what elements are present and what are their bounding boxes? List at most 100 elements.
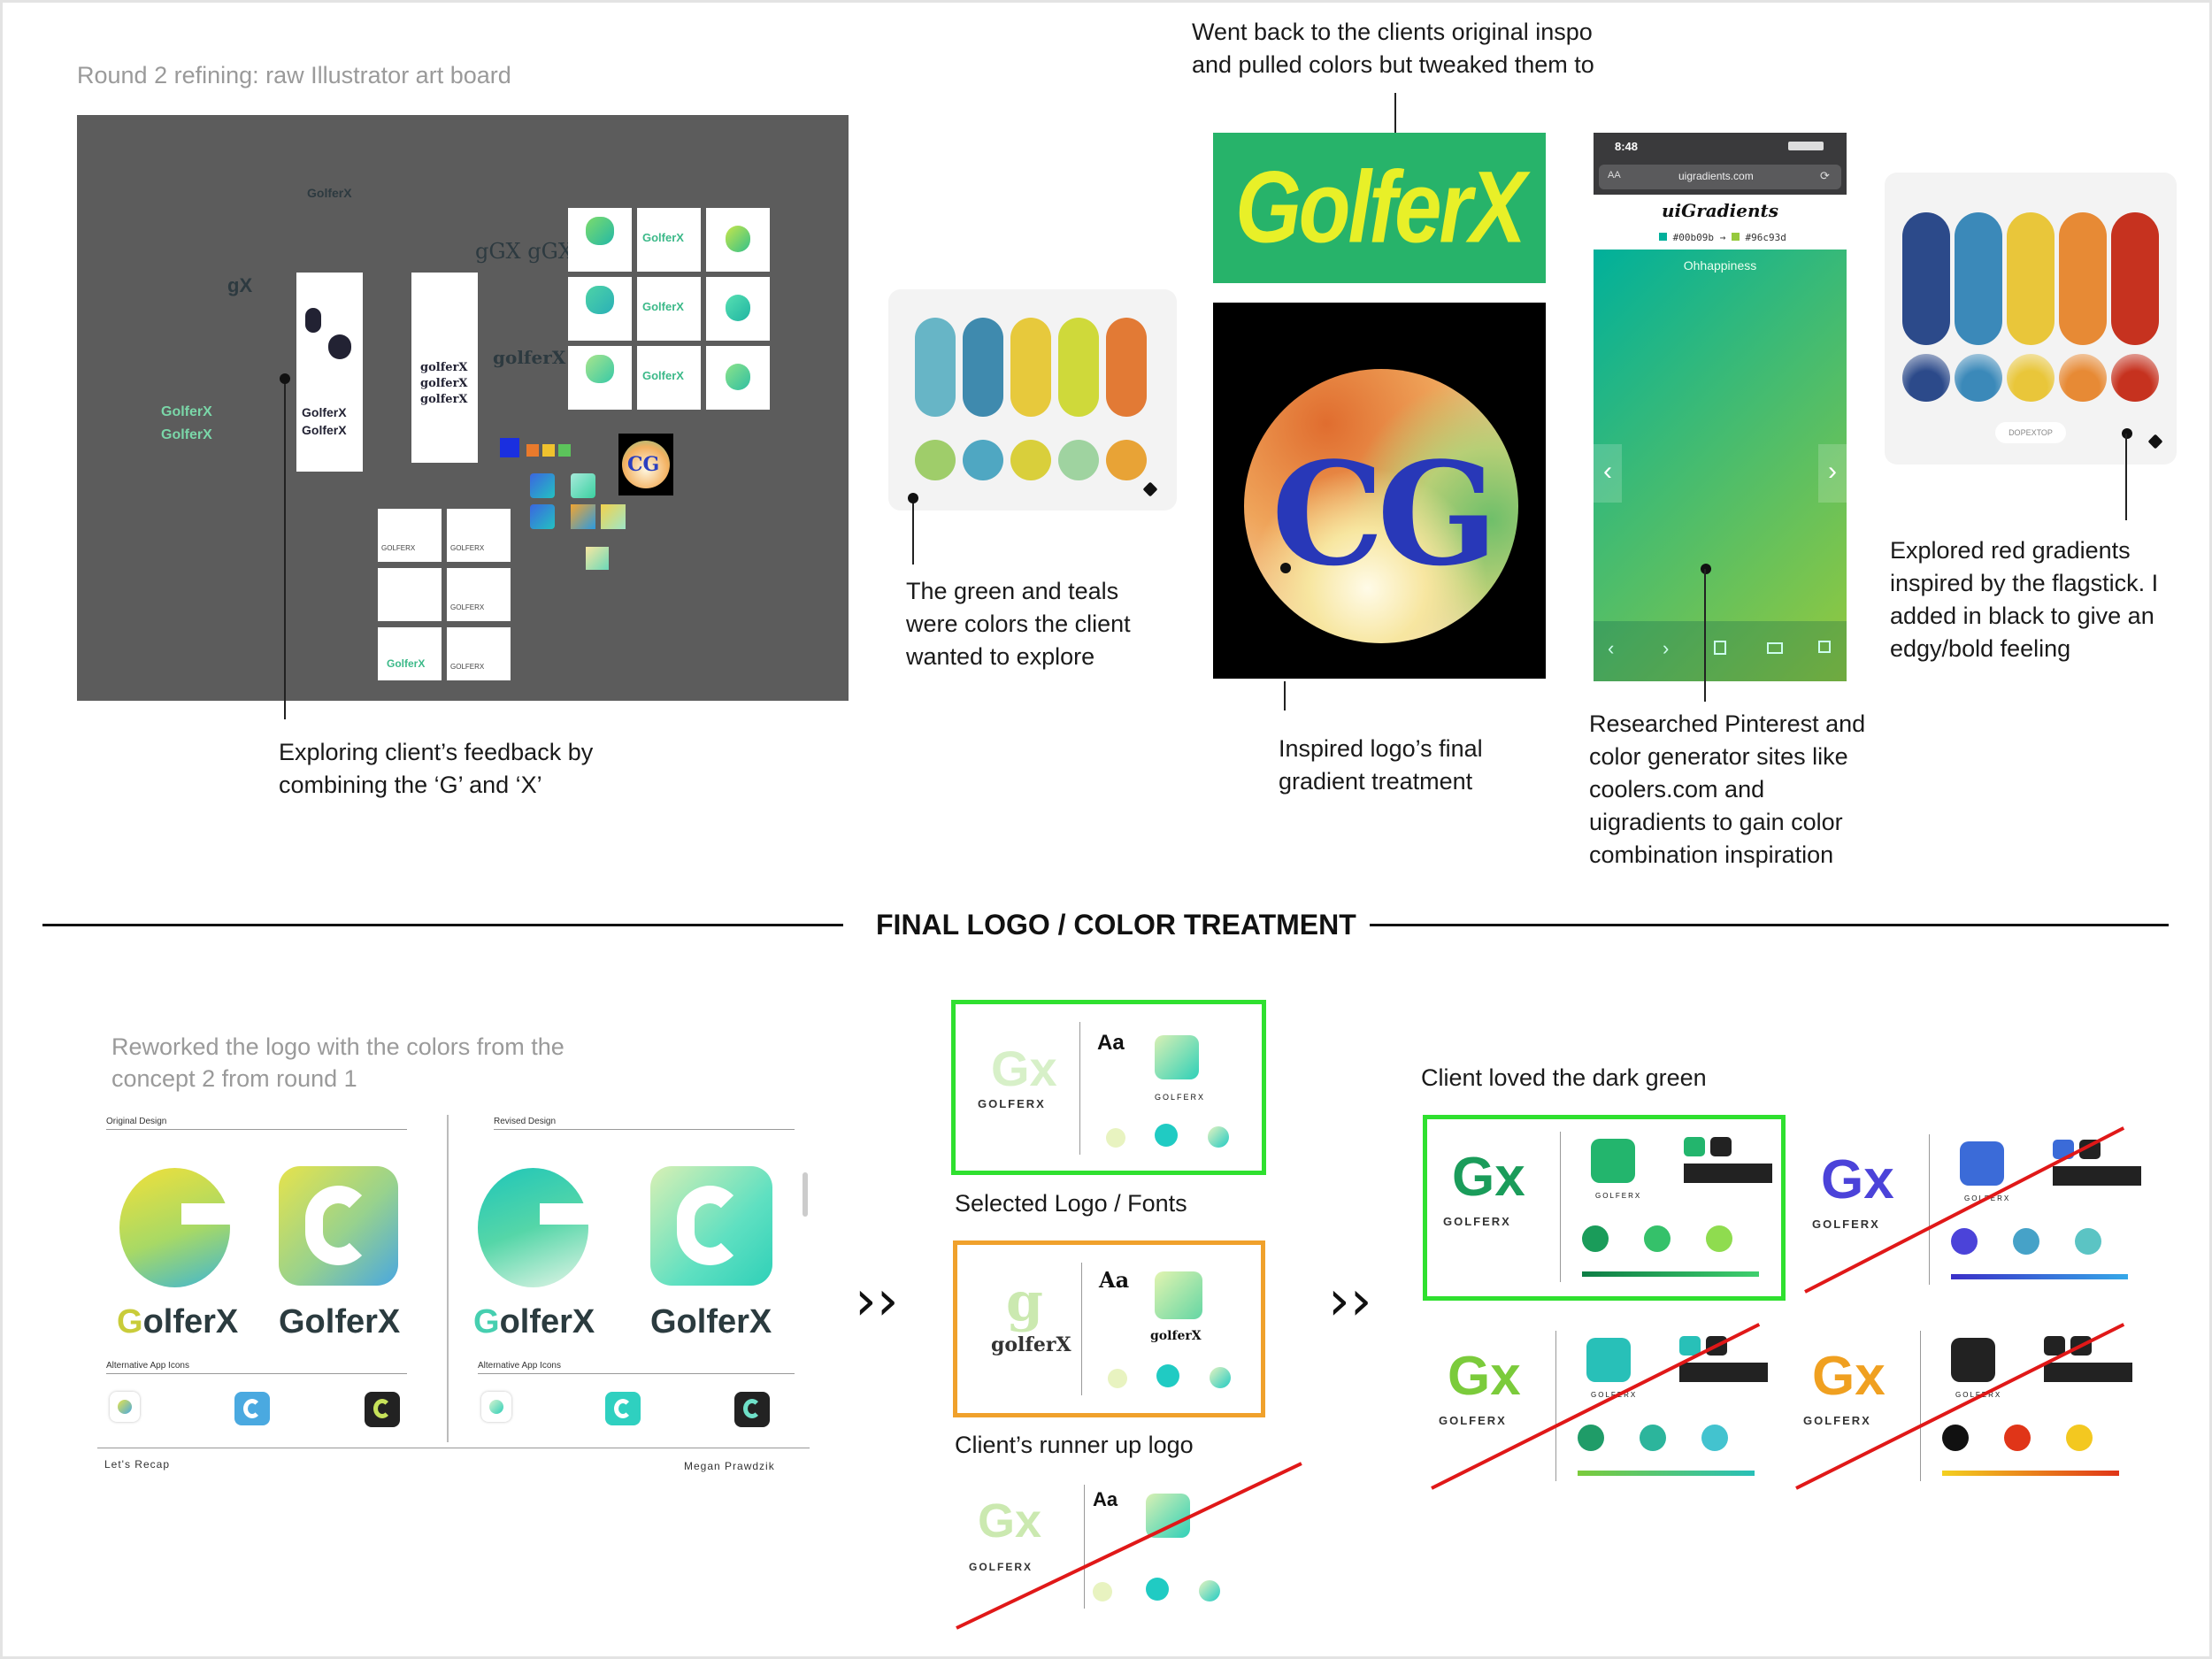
section-rule-left xyxy=(42,924,843,926)
color-swatch xyxy=(1582,1225,1609,1252)
phone-caption-3: coolers.com and xyxy=(1589,776,1765,803)
rule xyxy=(1079,1022,1080,1155)
battery-icon xyxy=(1788,142,1824,150)
g-letter xyxy=(305,1186,372,1265)
alt-icon-blue xyxy=(234,1392,270,1425)
slide-divider xyxy=(447,1115,449,1442)
mini-golferx: GolferX xyxy=(387,657,426,670)
color-swatch xyxy=(1156,1364,1179,1387)
palette-pill xyxy=(1955,212,2002,345)
alt-icons-label: Alternative App Icons xyxy=(106,1361,189,1371)
author-label: Megan Prawdzik xyxy=(684,1460,775,1472)
palette-button[interactable]: DOPEXTOP xyxy=(1995,422,2066,443)
panel-golferx-1: GolferX xyxy=(302,405,347,419)
artboard-tile xyxy=(706,208,770,272)
tile-golferx: GolferX xyxy=(642,231,684,244)
app-icon-preview xyxy=(1591,1139,1635,1183)
section-rule-right xyxy=(1370,924,2169,926)
cg-caption-2: gradient treatment xyxy=(1279,768,1473,795)
scrollbar[interactable] xyxy=(803,1172,808,1217)
next-gradient-button[interactable]: › xyxy=(1818,444,1847,503)
rule xyxy=(106,1373,407,1374)
alt-icon xyxy=(1684,1137,1705,1156)
red-caption-1: Explored red gradients xyxy=(1890,537,2131,564)
color-swatch xyxy=(1199,1580,1220,1601)
panel-golferx-serif: golferX xyxy=(420,361,468,374)
final-caption: Client loved the dark green xyxy=(1421,1064,1707,1091)
g-letter xyxy=(677,1186,743,1265)
artboard-caption-line2: combining the ‘G’ and ‘X’ xyxy=(279,772,542,798)
callout-line xyxy=(2125,434,2127,520)
alt-icon-dark xyxy=(734,1392,770,1427)
cg-circle xyxy=(1244,369,1518,643)
tag-icon xyxy=(2147,434,2163,449)
palette-circle xyxy=(2059,354,2107,402)
text-size-button[interactable]: AA xyxy=(1608,170,1621,180)
tile-golferx: GolferX xyxy=(642,300,684,313)
gx-logo-mark: Gx xyxy=(1452,1147,1525,1208)
panel-g-glyph xyxy=(305,308,321,333)
callout-line xyxy=(1284,681,1286,710)
mini-brand: GOLFERX xyxy=(381,544,416,552)
rule xyxy=(478,1373,795,1374)
gradient-bar xyxy=(1582,1271,1759,1277)
forward-icon[interactable]: › xyxy=(1663,637,1670,659)
gradient-swatch xyxy=(586,547,609,570)
final-logo-slide: Gx GOLFERX GOLFERX xyxy=(1796,1122,2150,1299)
bookmarks-icon[interactable] xyxy=(1767,642,1783,654)
reload-icon[interactable]: ⟳ xyxy=(1820,169,1830,182)
hex-from: #00b09b xyxy=(1672,232,1714,243)
artboard-tile xyxy=(706,346,770,410)
hex-from-swatch xyxy=(1659,233,1667,241)
alt-icon-dark xyxy=(365,1392,400,1427)
alt-icons-label: Alternative App Icons xyxy=(478,1361,561,1371)
artboard-sketch-panel: GolferX GolferX xyxy=(296,273,363,472)
slide-golferx-small: golferX xyxy=(1150,1329,1202,1343)
g-logo-icon xyxy=(586,286,614,314)
app-icon-preview xyxy=(1586,1338,1631,1382)
slide-golferx: golferX xyxy=(991,1333,1071,1356)
mini-g xyxy=(489,1400,503,1414)
rework-heading-2: concept 2 from round 1 xyxy=(111,1065,357,1092)
font-sample: Aa xyxy=(1093,1488,1118,1510)
share-icon[interactable] xyxy=(1714,641,1726,655)
artboard-heading: Round 2 refining: raw Illustrator art bo… xyxy=(77,62,511,88)
alt-icon-white xyxy=(110,1392,140,1422)
red-caption-2: inspired by the flagstick. I xyxy=(1890,570,2159,596)
font-sample: Aa xyxy=(1099,1267,1130,1293)
revised-golferx-2: GolferX xyxy=(650,1303,772,1340)
tabs-icon[interactable] xyxy=(1818,641,1831,653)
mini-g xyxy=(243,1399,261,1418)
final-logo-slide: Gx GOLFERX GOLFERX xyxy=(1787,1318,2150,1495)
swatch xyxy=(542,444,555,457)
artboard-tile xyxy=(568,346,632,410)
color-swatch xyxy=(1578,1425,1604,1451)
palette-circle xyxy=(1902,354,1950,402)
arrow-icon: ›› xyxy=(855,1268,899,1333)
gx-icon xyxy=(530,473,555,498)
artboard-golferx-teal-2: GolferX xyxy=(161,427,212,442)
prev-gradient-button[interactable]: ‹ xyxy=(1594,444,1622,503)
final-logo-slide: Gx GOLFERX GOLFERX xyxy=(1423,1318,1786,1495)
teal-caption-1: The green and teals xyxy=(906,578,1119,604)
rule xyxy=(1081,1263,1082,1395)
color-swatch xyxy=(1155,1124,1178,1147)
g-logo-icon xyxy=(586,355,614,383)
gradient-bar xyxy=(1951,1274,2128,1279)
palette-pill xyxy=(2111,212,2159,345)
slide-brand: GOLFERX xyxy=(978,1097,1046,1110)
inspo-caption-1: Went back to the clients original inspo xyxy=(1192,19,1593,45)
g-logo-icon xyxy=(726,226,750,252)
phone-caption-5: combination inspiration xyxy=(1589,841,1834,868)
artboard-gx: gX xyxy=(227,274,253,296)
app-icon-preview xyxy=(1155,1271,1202,1319)
callout-line xyxy=(1704,569,1706,702)
font-sample: Aa xyxy=(1097,1031,1125,1055)
back-icon[interactable]: ‹ xyxy=(1608,637,1615,659)
mini-g xyxy=(118,1400,132,1414)
url-bar[interactable]: AA uigradients.com ⟳ xyxy=(1599,165,1841,189)
olferx-word: olferX xyxy=(499,1303,595,1340)
alt-icon xyxy=(1710,1137,1732,1156)
artboard-tile: GolferX xyxy=(637,208,701,272)
mini-layout: GolferX xyxy=(378,627,442,680)
